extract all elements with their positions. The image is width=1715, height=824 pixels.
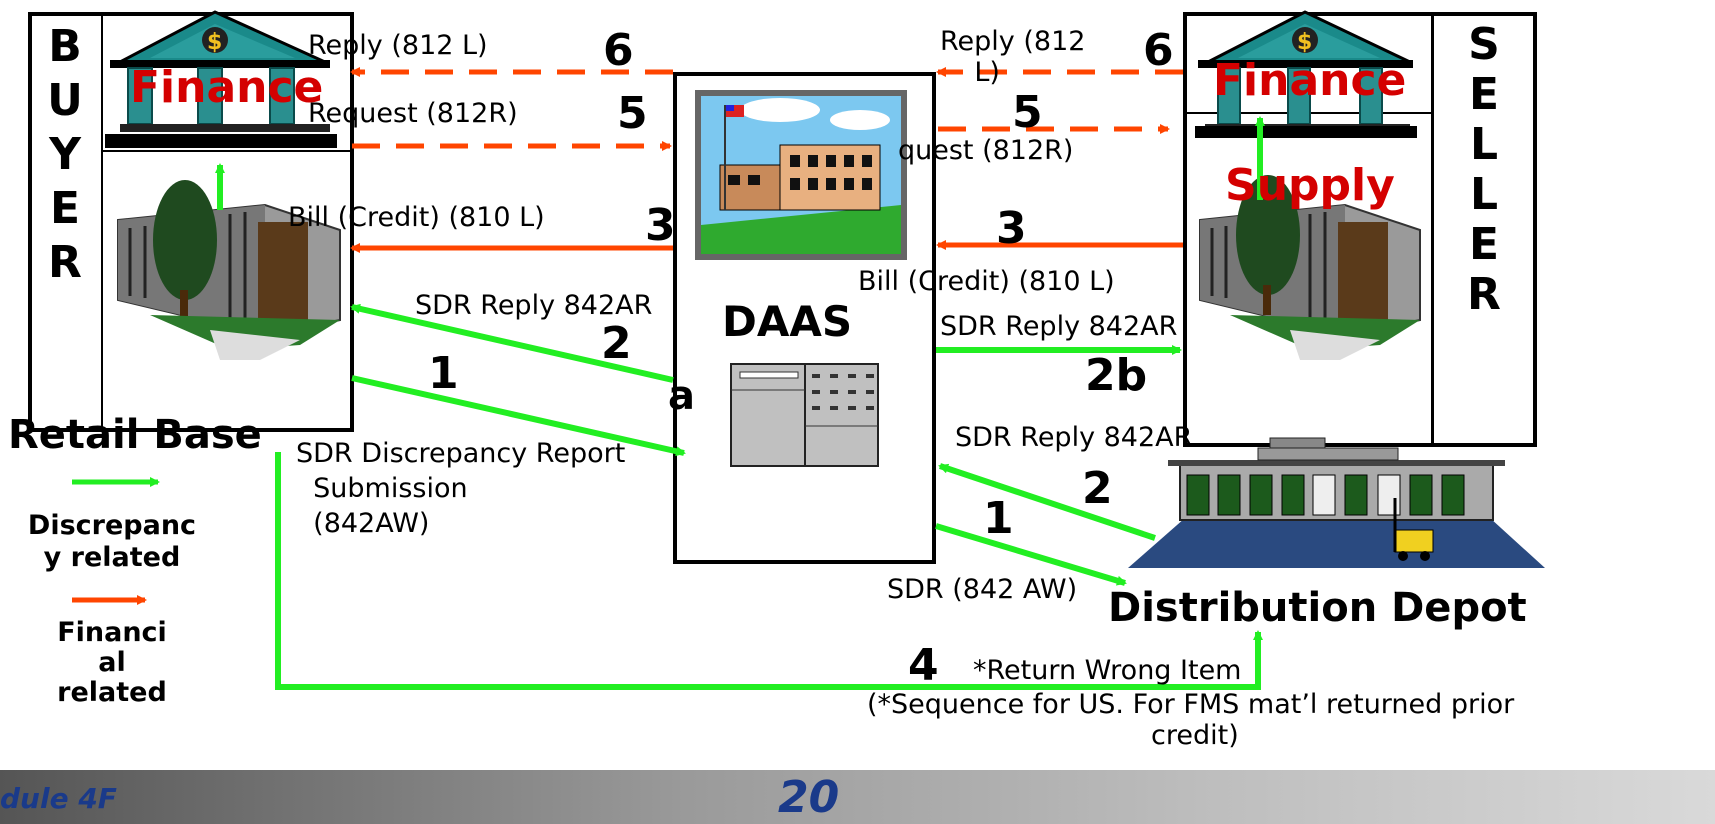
computer-icon	[730, 363, 879, 467]
daas-building-picture	[695, 90, 907, 260]
legend-discrepancy-label: Discrepanc y related	[27, 510, 197, 573]
retail-base-label: Retail Base	[8, 412, 262, 458]
daas-label: DAAS	[722, 297, 853, 346]
seller-bank-icon: $	[1195, 10, 1417, 138]
sdr-842aw-depot-label: SDR (842 AW)	[887, 574, 1078, 605]
buyer-letter: Y	[49, 129, 81, 180]
buyer-letter: R	[48, 237, 82, 288]
svg-text:$: $	[207, 30, 222, 55]
sdr-reply-seller-label: SDR Reply 842AR	[940, 311, 1178, 342]
seller-letter: L	[1469, 169, 1499, 220]
buyer-letter: E	[49, 183, 81, 234]
step-1-left: 1	[428, 348, 459, 399]
sequence-note: (*Sequence for US. For FMS mat’l returne…	[867, 689, 1515, 751]
step-2-depot: 2	[1082, 463, 1113, 514]
seller-vertical-label: S E L L E R	[1454, 20, 1514, 320]
step-2-left: 2	[601, 318, 632, 369]
sdr-submission-label: SDR Discrepancy Report Submission (842AW…	[296, 438, 626, 539]
request-812r-right-label: quest (812R)	[898, 135, 1074, 166]
step-3-right: 3	[996, 203, 1027, 254]
buyer-hdivider	[101, 150, 353, 152]
arrow-1-depot	[935, 523, 1127, 586]
seller-letter: E	[1468, 69, 1500, 120]
legend-financial-label: Financi al related	[57, 617, 167, 708]
step-2b: 2b	[1085, 350, 1148, 401]
step-5-left: 5	[617, 88, 648, 139]
step-4: 4	[908, 640, 939, 691]
step-6-right: 6	[1143, 25, 1174, 76]
request-812r-left-label: Request (812R)	[308, 98, 518, 129]
retail-building-icon	[117, 180, 341, 360]
reply-812l-right-label: Reply (812 L)	[940, 26, 1086, 88]
footer-module-label: dule 4F	[0, 782, 117, 815]
sdr-reply-left-label: SDR Reply 842AR	[415, 290, 653, 321]
depot-warehouse-icon	[1128, 437, 1545, 568]
sdr-reply-depot-label: SDR Reply 842AR	[955, 422, 1193, 453]
arrow-2-depot	[938, 463, 1156, 541]
reply-812l-left-label: Reply (812 L)	[308, 30, 488, 61]
buyer-finance-label: Finance	[130, 62, 324, 113]
return-wrong-item-label: *Return Wrong Item	[973, 655, 1242, 686]
arrow-1-left	[351, 375, 686, 457]
arrow-2-left	[350, 303, 674, 383]
seller-letter: E	[1468, 219, 1500, 270]
buyer-letter: B	[48, 21, 82, 72]
step-1-depot: 1	[983, 493, 1014, 544]
step-6-left: 6	[603, 25, 634, 76]
footer-page-number: 20	[778, 772, 840, 823]
step-5-right: 5	[1012, 87, 1043, 138]
buyer-vertical-label: B U Y E R	[35, 20, 95, 290]
daas-fragment: a	[668, 373, 695, 419]
seller-letter: S	[1468, 19, 1500, 70]
buyer-divider	[101, 12, 103, 432]
buyer-letter: U	[47, 75, 83, 126]
footer-bar	[0, 770, 1715, 824]
step-3-left: 3	[645, 200, 676, 251]
seller-letter: L	[1469, 119, 1499, 170]
distribution-depot-label: Distribution Depot	[1108, 585, 1527, 631]
arrow-4-return	[275, 452, 1263, 690]
seller-divider	[1431, 12, 1434, 447]
seller-supply-label: Supply	[1225, 160, 1395, 211]
svg-text:$: $	[1297, 30, 1312, 55]
seller-finance-label: Finance	[1213, 55, 1407, 106]
buyer-bank-icon: $	[105, 10, 337, 148]
supply-building-icon	[1199, 175, 1421, 360]
seller-letter: R	[1467, 269, 1501, 320]
bill-credit-left-label: Bill (Credit) (810 L)	[288, 202, 545, 233]
bill-credit-right-label: Bill (Credit) (810 L)	[858, 266, 1115, 297]
